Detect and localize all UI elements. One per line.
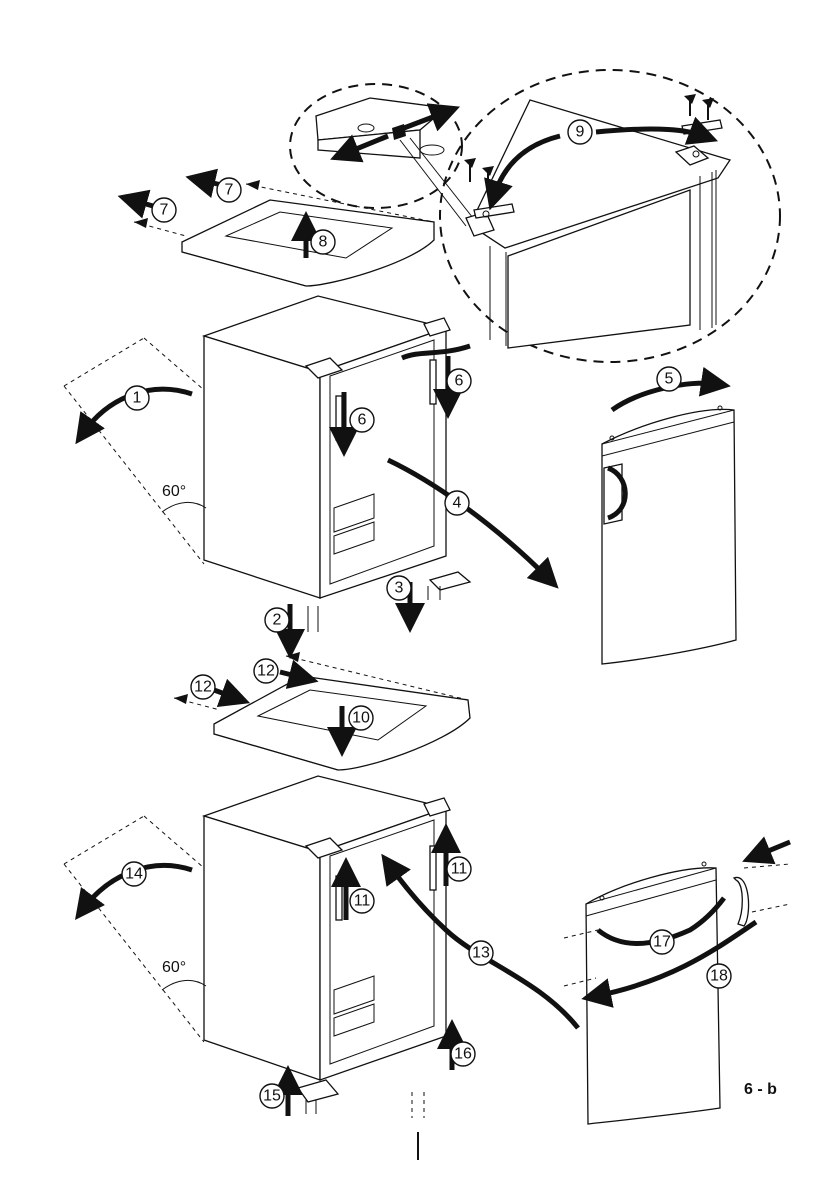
svg-text:15: 15 [263,1088,281,1105]
step-callout-12a: 12 [254,659,278,683]
figure-label: 6 - b [744,1081,777,1099]
angle-label-bottom: 60° [162,959,186,976]
step-callout-3: 3 [387,576,411,600]
step-callout-7a: 7 [217,178,241,202]
step-callout-12b: 12 [191,675,215,699]
svg-text:10: 10 [352,710,370,727]
svg-text:2: 2 [273,612,282,629]
step-callout-10: 10 [349,706,373,730]
step-callout-4: 4 [445,491,469,515]
svg-text:3: 3 [395,580,404,597]
step-callout-16: 16 [451,1042,475,1066]
svg-text:9: 9 [576,124,585,141]
step-callout-18: 18 [707,964,731,988]
step-callout-1: 1 [125,386,149,410]
step-callout-8: 8 [311,230,335,254]
svg-text:1: 1 [133,390,142,407]
step-callout-2: 2 [265,608,289,632]
svg-text:13: 13 [472,945,490,962]
svg-text:14: 14 [125,866,143,883]
svg-text:11: 11 [451,861,468,878]
svg-text:12: 12 [194,679,212,696]
svg-text:4: 4 [453,495,462,512]
step-callout-5: 5 [657,367,681,391]
step-callout-7b: 7 [152,198,176,222]
svg-text:12: 12 [257,663,275,680]
step-callout-6b: 6 [350,408,374,432]
step-callout-11b: 11 [350,889,374,913]
top-frame-magnifier [440,70,780,362]
worktop-bottom [174,652,470,770]
worktop-top [132,180,434,286]
cabinet-top [64,296,548,644]
svg-text:11: 11 [354,893,371,910]
svg-text:7: 7 [160,202,169,219]
step-callout-15: 15 [260,1084,284,1108]
svg-text:5: 5 [665,371,674,388]
step-callout-14: 14 [122,862,146,886]
cabinet-bottom [64,776,578,1118]
svg-text:18: 18 [710,968,728,985]
svg-text:7: 7 [225,182,234,199]
step-callout-17: 17 [650,930,674,954]
step-callout-6a: 6 [447,369,471,393]
step-callout-13: 13 [469,941,493,965]
step-callout-9: 9 [568,120,592,144]
svg-text:17: 17 [653,934,671,951]
angle-label-top: 60° [162,483,186,500]
door-removed [602,383,736,664]
step-callout-11a: 11 [447,857,471,881]
svg-text:6: 6 [455,373,464,390]
svg-text:6: 6 [358,412,367,429]
svg-text:16: 16 [454,1046,472,1063]
svg-text:8: 8 [319,234,328,251]
